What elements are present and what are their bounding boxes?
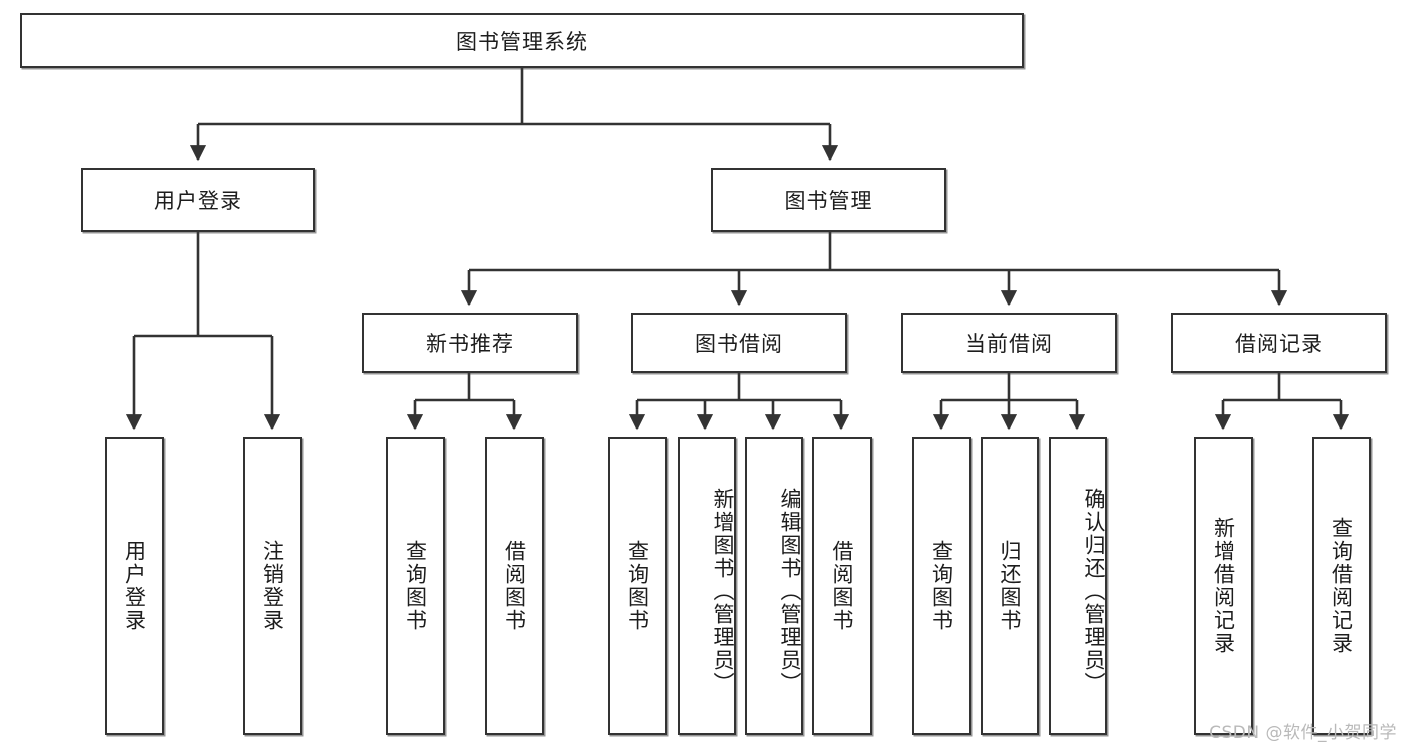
- watermark: CSDN @软件_小贺同学: [1209, 723, 1397, 743]
- node-new-book-recommend[interactable]: 新书推荐: [362, 313, 578, 373]
- node-book-management[interactable]: 图书管理: [711, 168, 946, 232]
- leaf-borrow-book[interactable]: 借阅图书: [812, 437, 872, 735]
- node-user-login[interactable]: 用户登录: [81, 168, 315, 232]
- node-book-borrow[interactable]: 图书借阅: [631, 313, 847, 373]
- leaf-query-borrow-record[interactable]: 查询借阅记录: [1312, 437, 1371, 735]
- leaf-borrow-book-recommend[interactable]: 借阅图书: [485, 437, 544, 735]
- node-borrow-records[interactable]: 借阅记录: [1171, 313, 1387, 373]
- leaf-confirm-return-admin[interactable]: 确认归还（管理员）: [1049, 437, 1107, 735]
- leaf-add-book-admin[interactable]: 新增图书（管理员）: [678, 437, 736, 735]
- leaf-query-book-borrow[interactable]: 查询图书: [608, 437, 667, 735]
- node-root[interactable]: 图书管理系统: [20, 13, 1024, 68]
- leaf-logout[interactable]: 注销登录: [243, 437, 302, 735]
- leaf-user-login[interactable]: 用户登录: [105, 437, 164, 735]
- node-current-borrow[interactable]: 当前借阅: [901, 313, 1117, 373]
- leaf-return-book[interactable]: 归还图书: [981, 437, 1039, 735]
- leaf-edit-book-admin[interactable]: 编辑图书（管理员）: [745, 437, 803, 735]
- leaf-query-book-recommend[interactable]: 查询图书: [386, 437, 445, 735]
- leaf-add-borrow-record[interactable]: 新增借阅记录: [1194, 437, 1253, 735]
- leaf-query-book-current[interactable]: 查询图书: [912, 437, 971, 735]
